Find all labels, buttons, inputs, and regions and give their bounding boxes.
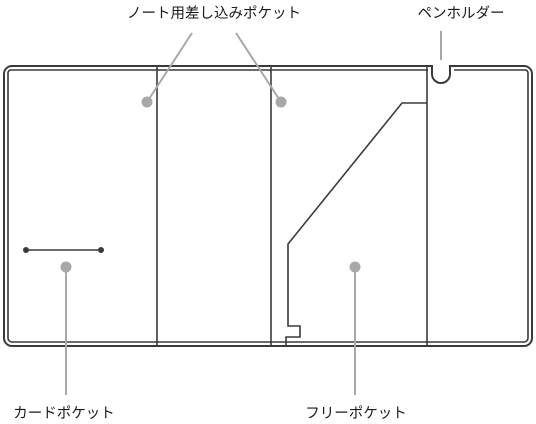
marker-notebook-pocket-left (141, 96, 153, 108)
marker-notebook-pocket-right (275, 96, 287, 108)
leader-notebook-pocket-right (235, 32, 282, 103)
free-pocket-edge (285, 102, 427, 346)
label-free-pocket: フリーポケット (305, 405, 407, 422)
leader-notebook-pocket-left (146, 32, 193, 103)
card-pocket-slot-end-left (23, 247, 29, 253)
card-pocket-slot-end-right (98, 247, 104, 253)
label-notebook-insert-pocket: ノート用差し込みポケット (127, 5, 301, 22)
cover-outline (3, 65, 533, 347)
label-card-pocket: カードポケット (13, 405, 115, 422)
label-pen-holder: ペンホルダー (418, 5, 505, 22)
cover-inner-outline (7, 69, 529, 343)
